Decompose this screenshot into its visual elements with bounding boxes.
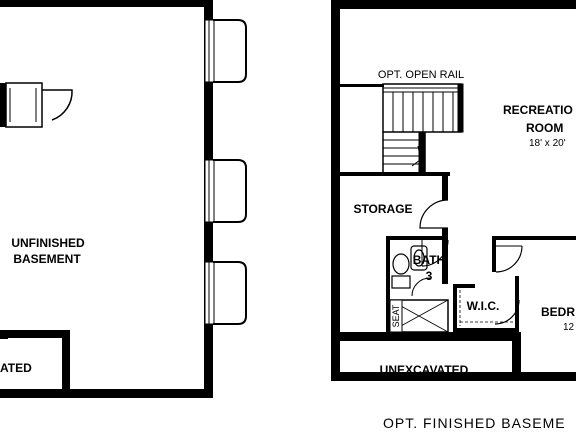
bedroom-label: BEDR (541, 305, 575, 319)
recreation-label: RECREATIO (503, 103, 573, 117)
room-label: ROOM (526, 121, 563, 135)
bedroom-dims: 12 (563, 322, 575, 333)
left-bottom-wall (0, 389, 213, 398)
open-rail-label: OPT. OPEN RAIL (378, 69, 464, 81)
window-well (204, 19, 247, 83)
door-stub (0, 82, 73, 128)
right-unexcavated (331, 332, 576, 381)
right-outer-left-wall (331, 0, 340, 380)
toilet-icon (391, 253, 411, 289)
bath-label: BATH (413, 253, 445, 267)
recreation-dims: 18' x 20' (529, 138, 566, 149)
bathroom: SEAT BATH 3 (386, 236, 449, 333)
left-unexcavated-label: ATED (0, 361, 32, 375)
unfinished-label: UNFINISHED (11, 236, 85, 250)
walk-in-closet (453, 276, 520, 332)
window-well (204, 159, 247, 223)
left-plan: UNFINISHED BASEMENT ATED (0, 0, 247, 398)
wic-label: W.I.C. (467, 299, 500, 313)
left-top-wall (0, 0, 213, 7)
unexcavated-label: UNEXCAVATED (380, 363, 469, 377)
bath-number: 3 (426, 269, 433, 283)
sink-icon (410, 245, 428, 271)
right-top-wall (331, 0, 576, 9)
basement-label: BASEMENT (13, 252, 81, 266)
window-well (204, 261, 247, 325)
left-unexcavated-box (0, 330, 70, 398)
plan-caption: OPT. FINISHED BASEME (383, 415, 566, 431)
right-plan: OPT. OPEN RAIL (331, 0, 576, 381)
staircase (382, 83, 464, 173)
seat-label: SEAT (391, 304, 401, 327)
storage-label: STORAGE (353, 202, 412, 216)
